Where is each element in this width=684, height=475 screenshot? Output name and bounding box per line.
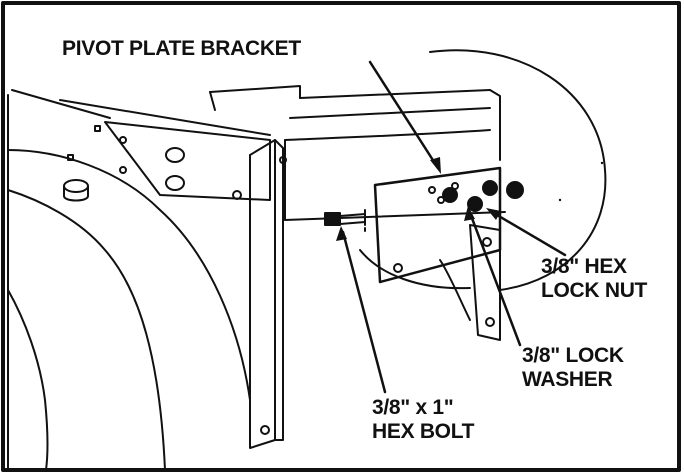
arrowheads <box>336 157 501 241</box>
label-hex-lock-nut: 3/8" HEX LOCK NUT <box>541 255 647 302</box>
arrow-lock-nut <box>486 208 501 220</box>
label-pivot-plate-bracket-text: PIVOT PLATE BRACKET <box>62 37 301 60</box>
leader-lock-washer <box>468 211 522 347</box>
hardware-nuts <box>437 180 524 212</box>
arrow-hex-bolt <box>336 226 347 241</box>
leader-pivot-plate <box>368 60 440 170</box>
label-lock-washer-line1: 3/8" LOCK <box>522 344 624 367</box>
label-hex-bolt-line1: 3/8" x 1" <box>372 396 454 419</box>
frame-body <box>59 85 506 221</box>
drum-knob <box>63 179 89 202</box>
vertical-bar <box>249 139 287 449</box>
arrow-pivot-plate <box>430 157 441 174</box>
label-lock-washer-line2: WASHER <box>522 367 613 391</box>
leader-hex-bolt <box>341 230 387 394</box>
arrow-lock-washer <box>464 206 475 221</box>
label-hex-bolt-line2: HEX BOLT <box>372 419 475 443</box>
wheel-outline <box>429 49 607 291</box>
label-hex-lock-nut-line2: LOCK NUT <box>541 278 648 302</box>
label-hex-lock-nut-line1: 3/8" HEX <box>541 255 627 278</box>
hex-bolt <box>324 209 366 233</box>
pivot-plate-bracket <box>373 166 502 284</box>
housing-drum <box>7 89 251 471</box>
leader-lock-nut <box>490 210 567 257</box>
label-pivot-plate-bracket: PIVOT PLATE BRACKET <box>62 37 301 61</box>
label-hex-bolt: 3/8" x 1" HEX BOLT <box>372 396 475 443</box>
leader-lines <box>341 60 567 394</box>
label-lock-washer: 3/8" LOCK WASHER <box>522 344 624 391</box>
left-mount-plate <box>67 121 271 201</box>
